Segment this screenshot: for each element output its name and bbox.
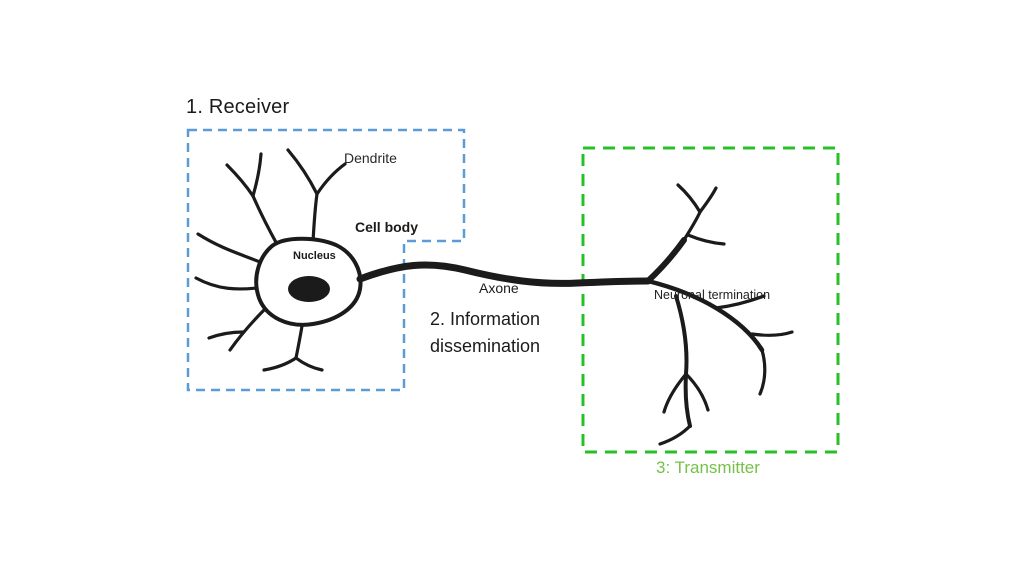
transmitter-box-outline <box>581 146 840 454</box>
nucleus-shape <box>288 276 330 302</box>
information-line1: 2. Information <box>430 309 541 329</box>
transmitter-title: 3: Transmitter <box>656 458 760 477</box>
axon-label: Axone <box>479 280 519 296</box>
information-line2: dissemination <box>430 335 541 356</box>
receiver-title: 1. Receiver <box>186 96 290 118</box>
nucleus-label: Nucleus <box>293 250 336 262</box>
axon-terminals <box>645 183 794 446</box>
axon <box>356 261 652 287</box>
information-dissemination-label: 2. Information dissemination <box>430 306 540 359</box>
dendrite-label: Dendrite <box>344 150 397 166</box>
receiver-box-outline <box>186 128 466 392</box>
neuronal-termination-label: Neuronal termination <box>654 288 771 302</box>
cell-body-label: Cell body <box>355 219 419 235</box>
